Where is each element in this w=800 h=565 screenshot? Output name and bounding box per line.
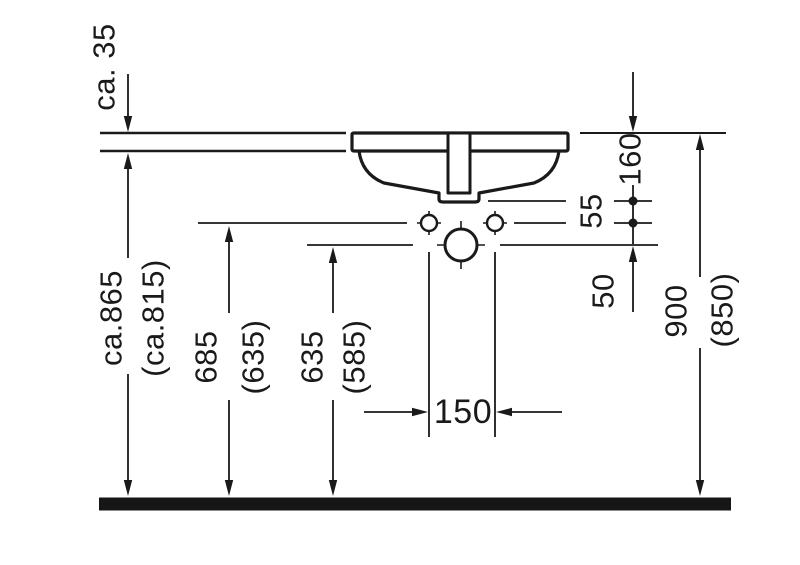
- dim-line-counter-offset: [123, 74, 133, 132]
- label-depth-below-counter: 160: [612, 132, 648, 186]
- countertop-left-section: [100, 131, 346, 153]
- label-counter-height-alt: (850): [704, 272, 740, 348]
- washbasin-outline: [350, 131, 570, 204]
- dim-line-fixing-spacing: [364, 252, 562, 437]
- label-rim-height: ca.865: [93, 269, 129, 367]
- label-fixing-height-alt: (635): [235, 319, 271, 395]
- label-gap-outlet: 50: [585, 273, 621, 309]
- drain-outlet: [437, 221, 485, 269]
- dim-line-outlet-height: [328, 247, 338, 496]
- label-counter-height: 900: [658, 284, 694, 338]
- dim-line-counter-height: [695, 134, 705, 496]
- mounting-hole-right: [483, 211, 507, 235]
- label-outlet-height: 635: [294, 330, 330, 384]
- mounting-hole-left: [417, 211, 441, 235]
- dim-line-fixing-height: [224, 226, 234, 496]
- label-outlet-height-alt: (585): [336, 319, 372, 395]
- label-gap-fixing: 55: [573, 193, 609, 229]
- label-fixing-spacing: 150: [433, 393, 493, 431]
- label-fixing-height: 685: [188, 330, 224, 384]
- label-rim-height-alt: (ca.815): [135, 259, 171, 377]
- floor-bar: [99, 497, 731, 511]
- dim-line-rim-height: [123, 153, 133, 496]
- dim-chain-right: [628, 72, 638, 312]
- label-counter-offset: ca. 35: [86, 23, 122, 111]
- overflow-channel: [446, 134, 472, 195]
